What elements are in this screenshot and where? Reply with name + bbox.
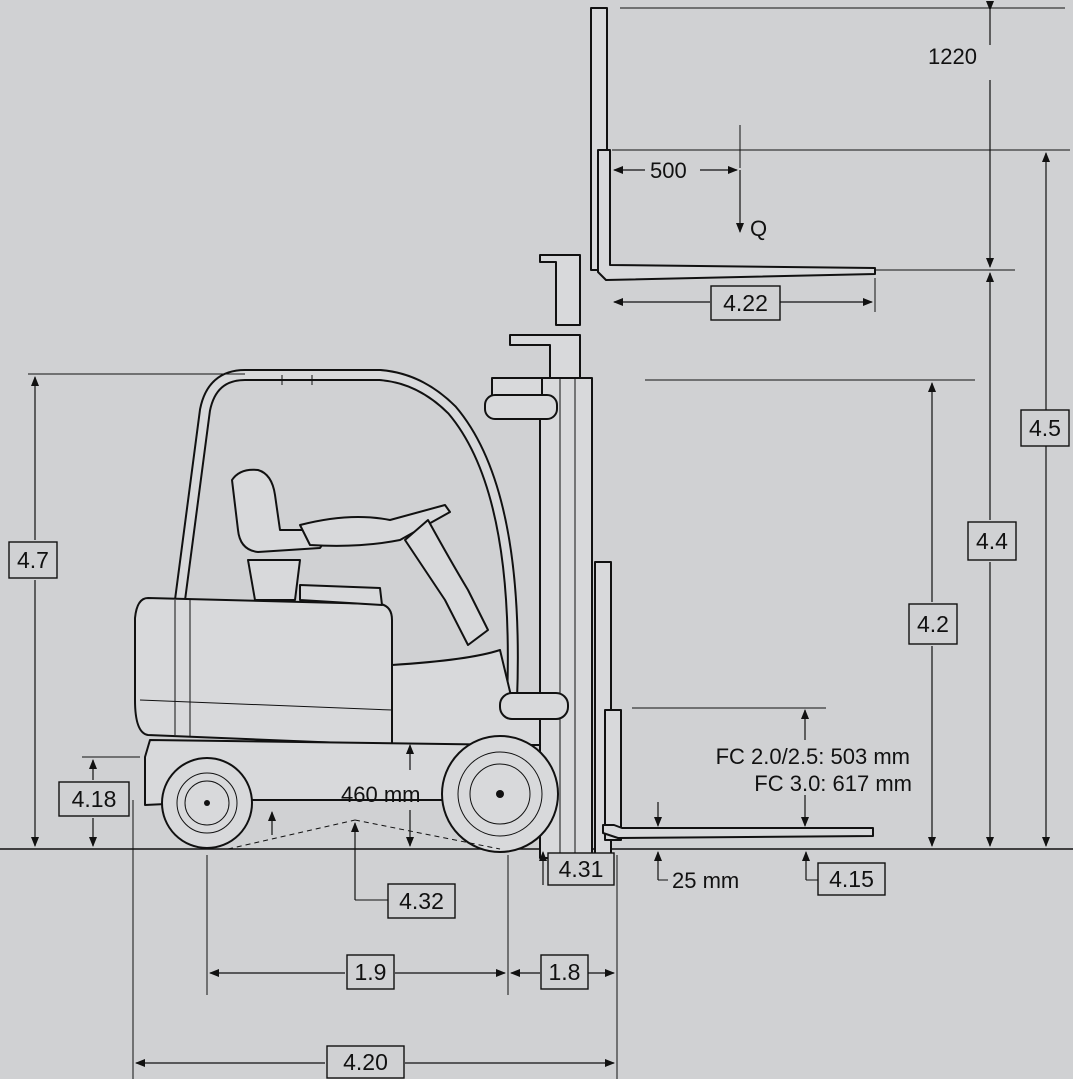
box-4-7: 4.7	[8, 541, 58, 579]
mast-bracket-upper	[539, 254, 581, 326]
rear-wheel	[161, 757, 253, 849]
dimension-lines	[28, 1, 1070, 1079]
svg-text:1.9: 1.9	[355, 959, 387, 985]
label-fc-line1: FC 2.0/2.5: 503 mm	[716, 744, 910, 769]
fork-carriage	[604, 709, 622, 841]
box-1-9: 1.9	[346, 954, 395, 990]
box-4-4: 4.4	[967, 521, 1017, 561]
svg-text:4.31: 4.31	[559, 856, 604, 882]
svg-text:1.8: 1.8	[549, 959, 581, 985]
label-460mm: 460 mm	[341, 782, 420, 807]
svg-text:4.2: 4.2	[917, 611, 949, 637]
label-fc-line2: FC 3.0: 617 mm	[754, 771, 912, 796]
svg-text:4.32: 4.32	[399, 888, 444, 914]
forklift-illustration	[134, 7, 876, 859]
svg-text:4.4: 4.4	[976, 528, 1008, 554]
seat-base	[247, 559, 301, 601]
lowered-fork	[602, 824, 874, 839]
box-4-2: 4.2	[908, 603, 958, 645]
front-wheel	[441, 735, 559, 853]
raised-fork	[597, 149, 876, 281]
box-4-18: 4.18	[58, 781, 130, 817]
svg-text:4.22: 4.22	[723, 290, 768, 316]
box-4-15: 4.15	[817, 862, 886, 896]
label-500: 500	[650, 158, 687, 183]
seat-cushion	[299, 584, 383, 606]
tilt-bracket	[484, 394, 558, 420]
svg-text:4.20: 4.20	[343, 1049, 388, 1075]
counterweight	[134, 597, 393, 746]
label-load-q: Q	[750, 216, 767, 241]
box-1-8: 1.8	[540, 954, 589, 990]
box-4-22: 4.22	[710, 285, 781, 321]
box-4-32: 4.32	[387, 883, 456, 919]
svg-text:4.7: 4.7	[17, 547, 49, 573]
box-4-5: 4.5	[1020, 409, 1070, 447]
label-25mm: 25 mm	[672, 868, 739, 893]
box-4-20: 4.20	[326, 1045, 405, 1079]
svg-text:4.18: 4.18	[72, 786, 117, 812]
steering-wheel	[299, 504, 451, 547]
mast-bracket-lower	[509, 334, 581, 379]
svg-text:4.5: 4.5	[1029, 415, 1061, 441]
svg-text:4.15: 4.15	[829, 866, 874, 892]
mast-pivot	[499, 692, 569, 720]
box-4-31: 4.31	[547, 852, 615, 886]
label-1220: 1220	[928, 44, 977, 69]
steering-column	[404, 519, 489, 646]
